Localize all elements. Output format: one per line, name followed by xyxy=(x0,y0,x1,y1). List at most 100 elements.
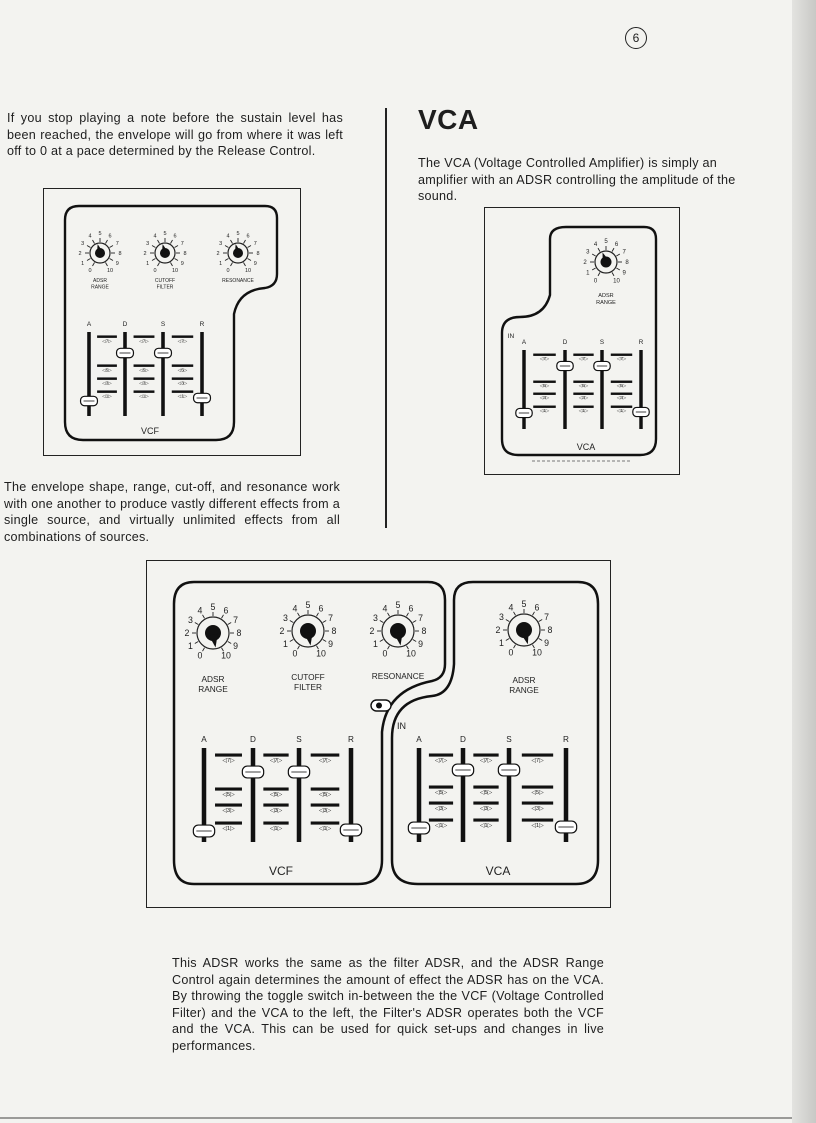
dial-number: 8 xyxy=(118,251,121,257)
scale-label: ◁3▷ xyxy=(178,380,188,385)
scale-bar xyxy=(521,801,554,805)
knob-label: RANGE xyxy=(91,285,109,291)
scale-bar xyxy=(610,353,633,356)
scale-bar xyxy=(133,390,155,393)
slider-letter-a: A xyxy=(201,735,207,744)
dial-tick xyxy=(591,267,596,271)
scale-label: ◁5▷ xyxy=(178,367,188,372)
dial-number: 4 xyxy=(293,604,298,614)
scale-bar xyxy=(428,753,454,757)
scale-bar xyxy=(171,377,194,380)
scale-bar xyxy=(428,785,454,789)
dial-tick xyxy=(412,620,417,623)
slider-letter-r: R xyxy=(639,339,644,346)
scale-bar xyxy=(215,753,242,757)
dial-tick xyxy=(86,258,91,261)
scale-label: ◁7▷ xyxy=(102,338,112,343)
scale-bar xyxy=(215,803,242,807)
dial-tick xyxy=(616,253,621,257)
dial-number: 8 xyxy=(183,251,186,257)
dial-number: 6 xyxy=(615,242,619,248)
dial-number: 5 xyxy=(306,600,311,610)
dial-number: 1 xyxy=(499,638,504,648)
scale-bar xyxy=(473,818,499,822)
dial-tick xyxy=(316,612,319,617)
scale-label: ◁1▷ xyxy=(540,408,550,413)
dial-number: 6 xyxy=(535,603,540,613)
dial-number: 9 xyxy=(116,261,119,267)
scale-label: ◁7▷ xyxy=(531,758,544,764)
dial-number: 6 xyxy=(108,234,111,240)
knob-label: RANGE xyxy=(596,300,616,306)
dial-tick xyxy=(505,638,510,641)
slider-track xyxy=(563,350,567,429)
dial-number: 10 xyxy=(406,649,416,659)
knob-dial-ring xyxy=(594,250,618,274)
dial-tick xyxy=(174,258,179,261)
dial-tick xyxy=(387,612,390,617)
dial-tick xyxy=(505,619,510,622)
dial-number: 10 xyxy=(172,268,178,274)
scale-label: ◁3▷ xyxy=(270,808,283,814)
dial-number: 5 xyxy=(236,231,239,237)
dial-number: 7 xyxy=(254,241,257,247)
scale-bar xyxy=(171,390,194,393)
knob-pointer-icon xyxy=(97,244,103,253)
dial-number: 0 xyxy=(226,268,229,274)
scale-label: ◁3▷ xyxy=(617,395,627,400)
scale-bar xyxy=(310,753,340,757)
dial-tick xyxy=(406,645,409,650)
scale-label: ◁1▷ xyxy=(579,408,589,413)
dial-number: 3 xyxy=(283,613,288,623)
scale-bar xyxy=(97,377,117,380)
slider-letter-s: S xyxy=(600,339,604,346)
dial-number: 0 xyxy=(88,268,91,274)
dial-tick xyxy=(412,639,417,642)
dial-tick xyxy=(611,247,615,252)
dial-tick xyxy=(247,245,252,248)
scale-bar xyxy=(573,405,594,408)
dial-number: 10 xyxy=(107,268,113,274)
dial-number: 8 xyxy=(422,626,427,636)
dial-number: 9 xyxy=(254,261,257,267)
dial-number: 7 xyxy=(233,615,238,625)
knob-pointer-icon xyxy=(303,631,313,646)
dial-tick xyxy=(224,258,229,261)
slider-track xyxy=(161,332,165,416)
slider-track xyxy=(506,748,512,842)
dial-tick xyxy=(221,647,224,652)
dial-number: 7 xyxy=(418,613,423,623)
scale-label: ◁3▷ xyxy=(435,806,448,812)
vca-label: VCA xyxy=(577,442,596,452)
dial-tick xyxy=(243,262,246,267)
dial-tick xyxy=(379,620,384,623)
dial-tick xyxy=(230,262,233,267)
scale-label: ◁5▷ xyxy=(222,792,235,798)
dial-number: 8 xyxy=(332,626,337,636)
dial-tick xyxy=(157,262,160,267)
scale-label: ◁7▷ xyxy=(178,338,188,343)
slider-track xyxy=(600,350,604,429)
knob-label: RANGE xyxy=(509,685,539,695)
slider-letter-s: S xyxy=(506,735,512,744)
scale-label: ◁3▷ xyxy=(480,806,493,812)
dial-number: 5 xyxy=(522,599,527,609)
vcf-label: VCF xyxy=(269,864,293,878)
dial-tick xyxy=(174,245,179,248)
slider-track xyxy=(87,332,91,416)
knob-pointer-icon xyxy=(208,633,218,648)
dial-number: 3 xyxy=(373,613,378,623)
dial-tick xyxy=(151,258,156,261)
dial-tick xyxy=(322,639,327,642)
scale-bar xyxy=(533,353,556,356)
slider-letter-a: A xyxy=(522,339,527,346)
slider-letter-d: D xyxy=(123,321,128,328)
slider-letter-r: R xyxy=(563,735,569,744)
dial-number: 1 xyxy=(283,639,288,649)
dial-number: 9 xyxy=(544,638,549,648)
scale-label: ◁3▷ xyxy=(531,806,544,812)
release-paragraph: If you stop playing a note before the su… xyxy=(7,111,343,159)
scale-bar xyxy=(171,364,194,367)
knob-label: FILTER xyxy=(157,285,174,291)
